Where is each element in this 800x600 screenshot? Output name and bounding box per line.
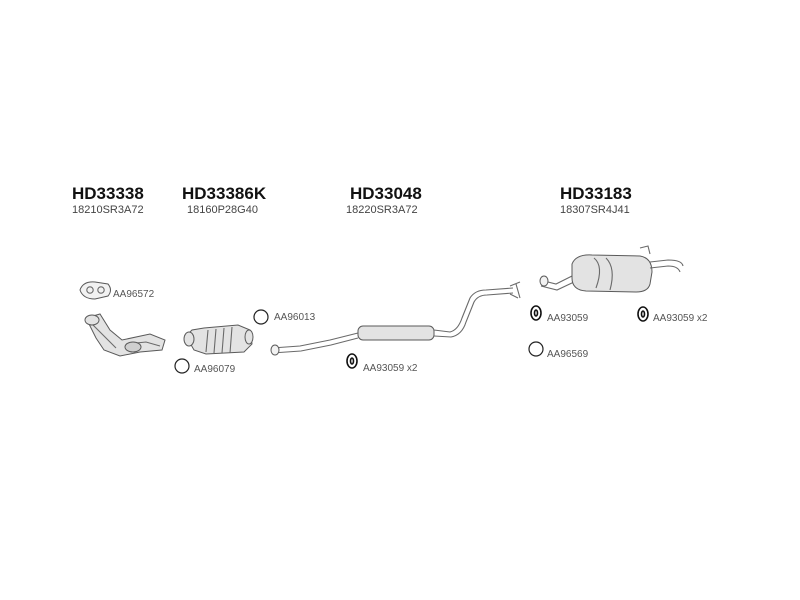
catalytic-converter-icon [183, 324, 254, 355]
mount-rear-right-label: AA93059 x2 [653, 313, 708, 324]
mount-rear-left-label: AA93059 [547, 313, 589, 324]
sealing-ring-icon [174, 358, 190, 374]
oem-code-hd33183: 18307SR4J41 [560, 204, 630, 216]
rubber-mount-icon [530, 305, 542, 321]
intermediate-pipe-icon [270, 281, 521, 356]
ring-mid-label: AA96013 [274, 312, 316, 323]
rear-silencer-icon [539, 245, 684, 293]
sealing-ring-icon [528, 341, 544, 357]
part-code-hd33386k: HD33386K [182, 184, 267, 203]
manifold-gasket-icon [79, 281, 111, 300]
oem-code-hd33338: 18210SR3A72 [72, 204, 144, 216]
ring-front-label: AA96079 [194, 364, 236, 375]
part-code-hd33183: HD33183 [560, 184, 632, 203]
part-code-hd33338: HD33338 [72, 184, 144, 203]
rubber-mount-icon [637, 306, 649, 322]
rubber-mount-icon [346, 353, 358, 369]
oem-code-hd33048: 18220SR3A72 [346, 204, 418, 216]
exhaust-manifold-icon [84, 313, 166, 357]
oem-code-hd33386k: 18160P28G40 [187, 204, 258, 216]
mount-mid-label: AA93059 x2 [363, 363, 418, 374]
sealing-ring-icon [253, 309, 269, 325]
gasket-manifold-label: AA96572 [113, 289, 155, 300]
ring-rear-label: AA96569 [547, 349, 589, 360]
part-code-hd33048: HD33048 [350, 184, 422, 203]
